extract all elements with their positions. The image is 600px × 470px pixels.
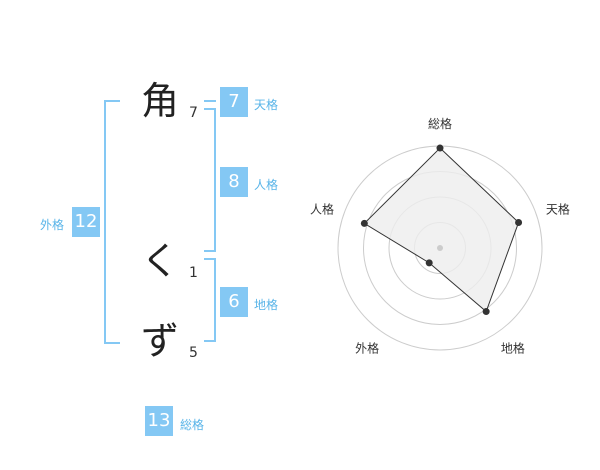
jinkaku-label: 人格 xyxy=(254,178,279,192)
radar-center-point xyxy=(437,245,443,251)
radar-point-5 xyxy=(360,219,368,227)
radar-axis-label-2: 天格 xyxy=(546,202,570,217)
stroke-count-1: 7 xyxy=(189,105,198,121)
jinkaku-value-box: 8 xyxy=(220,167,248,197)
tenkaku-bracket xyxy=(204,100,216,104)
tenkaku-label: 天格 xyxy=(254,98,279,112)
chikaku-bracket xyxy=(204,258,216,342)
radar-point-2 xyxy=(515,218,523,226)
gaikaku-bracket xyxy=(104,100,120,344)
name-char-2: く xyxy=(141,239,180,283)
name-char-3: ず xyxy=(141,319,180,363)
radar-point-1 xyxy=(436,144,444,152)
gaikaku-label: 外格 xyxy=(40,218,65,232)
radar-axis-label-4: 外格 xyxy=(355,340,379,355)
radar-axis-label-5: 人格 xyxy=(310,202,334,217)
jinkaku-bracket xyxy=(204,108,216,252)
soukaku-value-box: 13 xyxy=(145,406,173,436)
name-char-1: 角 xyxy=(141,79,180,123)
soukaku-label: 総格 xyxy=(180,418,205,432)
radar-axis-label-1: 総格 xyxy=(428,116,452,131)
chikaku-value-box: 6 xyxy=(220,287,248,317)
radar-point-3 xyxy=(482,308,490,316)
radar-axis-label-3: 地格 xyxy=(501,340,525,355)
radar-point-4 xyxy=(425,259,433,267)
tenkaku-value-box: 7 xyxy=(220,87,248,117)
chikaku-label: 地格 xyxy=(254,298,279,312)
stroke-count-2: 1 xyxy=(189,265,198,281)
stroke-count-3: 5 xyxy=(189,345,198,361)
gaikaku-value-box: 12 xyxy=(72,207,100,237)
radar-polygon xyxy=(363,147,520,313)
